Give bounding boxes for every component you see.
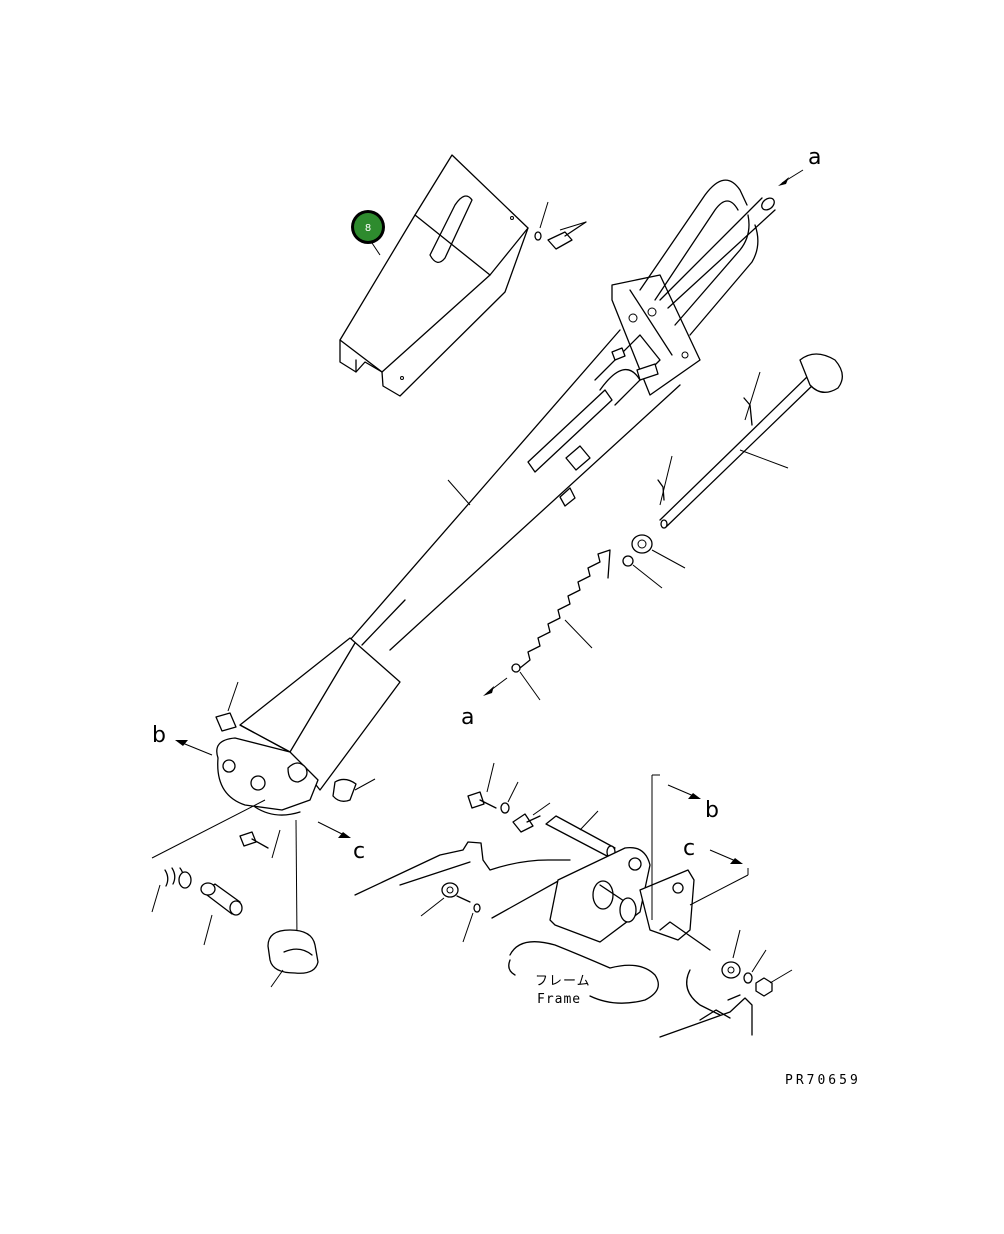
callout-b-right: b [705,798,719,823]
frame-label-jp: フレーム [535,974,591,989]
callout-c-right: c [683,836,695,861]
lever-body [215,179,776,859]
callout-a-top: a [808,145,821,170]
badge-label: 8 [365,223,371,234]
callout-c-left: c [353,839,365,864]
lever-cover [339,154,529,397]
lower-right-bracket [354,762,793,1038]
cover-bolt [534,201,587,250]
callout-a-bottom: a [461,705,474,730]
lower-left-parts [151,799,319,988]
callout-b-left: b [152,723,166,748]
push-rod-assembly [511,353,843,701]
part-number-badge[interactable]: 8 [351,210,385,244]
badge-fill [354,213,382,241]
drawing-code: PR70659 [785,1073,861,1088]
callout-arrows [175,169,804,864]
frame-label-en: Frame [537,992,581,1007]
